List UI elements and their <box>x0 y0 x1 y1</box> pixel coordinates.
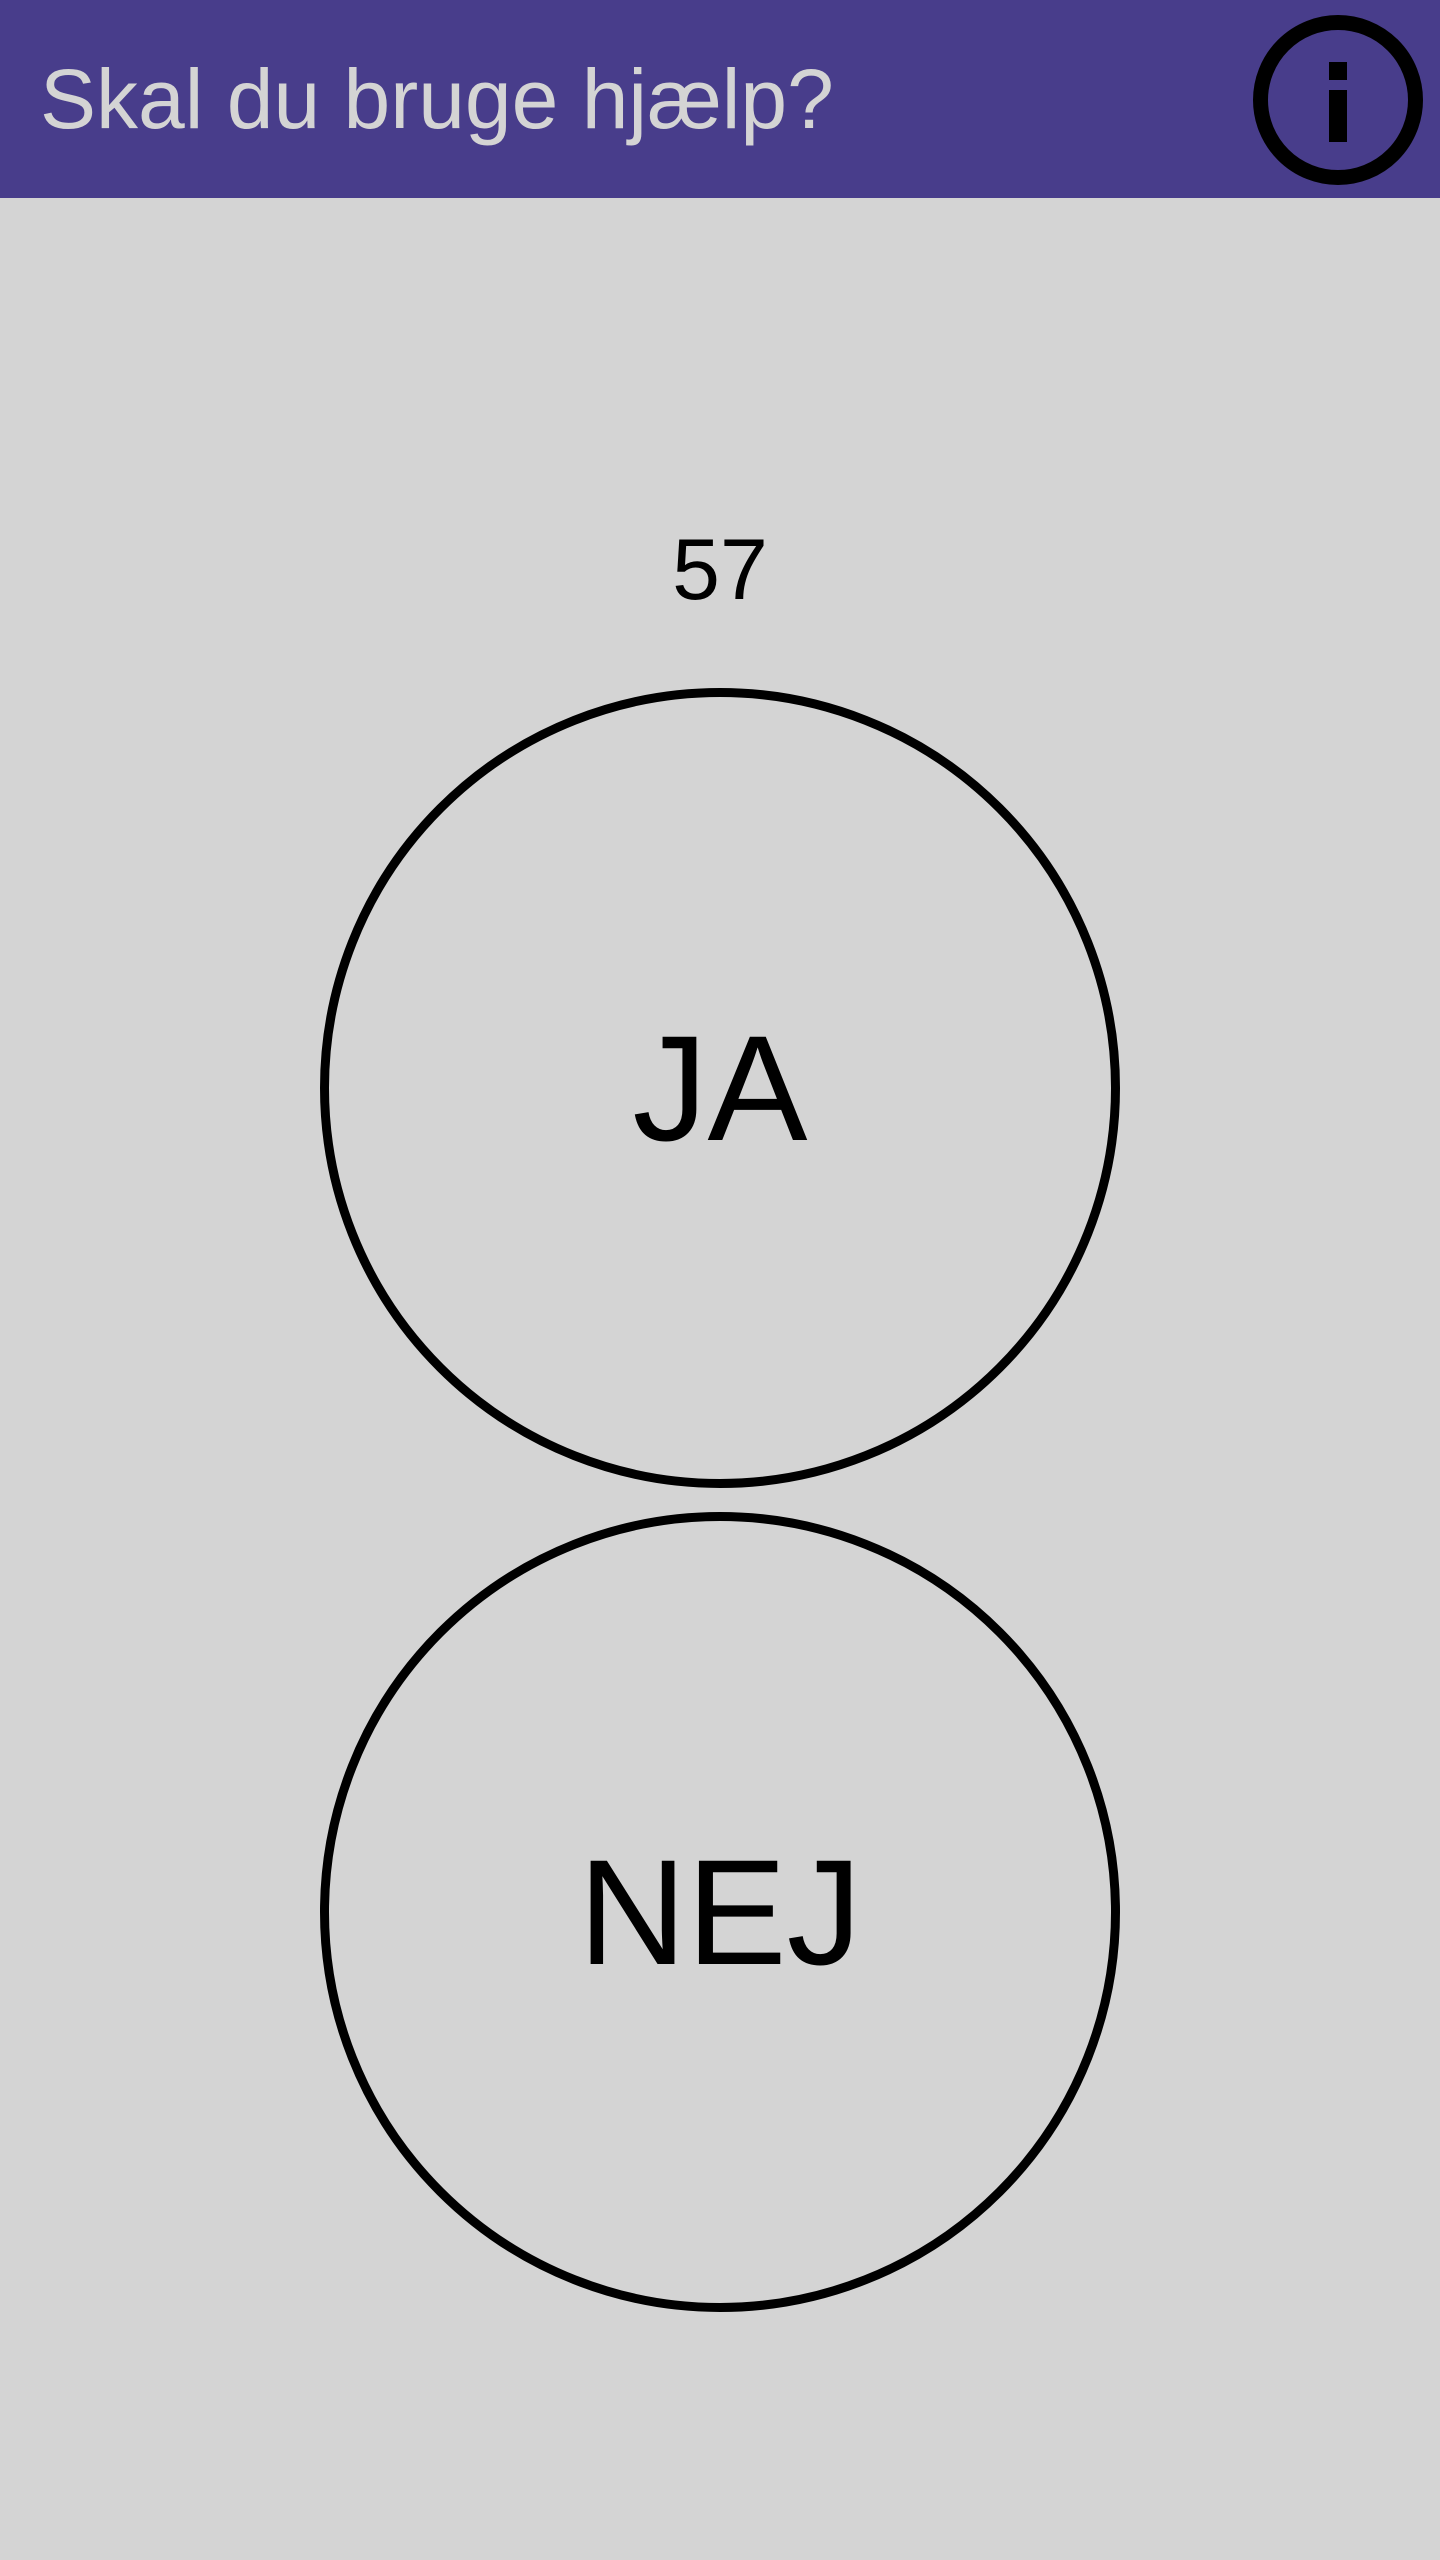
info-icon <box>1329 62 1347 142</box>
yes-button[interactable]: JA <box>320 688 1120 1488</box>
no-button[interactable]: NEJ <box>320 1512 1120 2312</box>
app-bar: Skal du bruge hjælp? <box>0 0 1440 198</box>
no-button-label: NEJ <box>578 1827 862 1996</box>
info-button[interactable] <box>1253 15 1423 185</box>
yes-button-label: JA <box>632 1003 808 1172</box>
counter-value: 57 <box>672 522 768 618</box>
page-title: Skal du bruge hjælp? <box>40 52 834 146</box>
